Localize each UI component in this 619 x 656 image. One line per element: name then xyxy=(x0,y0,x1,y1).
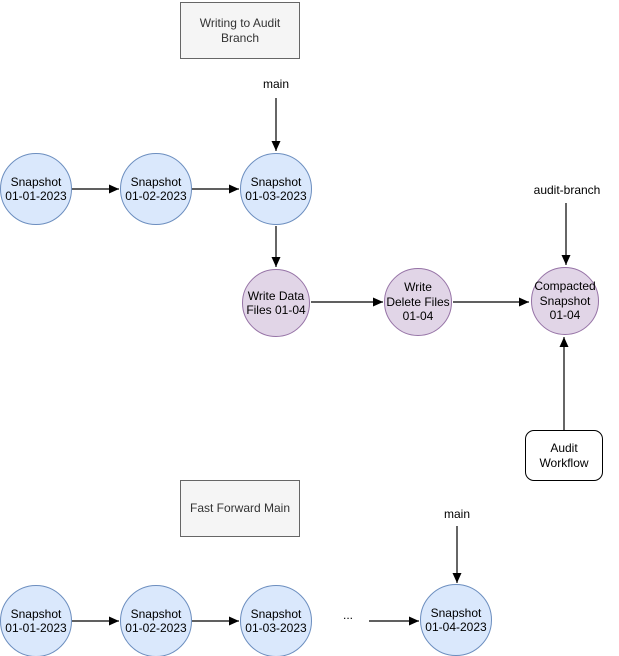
snapshot-node-01-01-ff: Snapshot 01-01-2023 xyxy=(0,585,72,656)
main-branch-label-audit: main xyxy=(262,76,289,91)
audit-section-title-box: Writing to Audit Branch xyxy=(180,2,300,59)
snapshot-node-01-02-audit: Snapshot 01-02-2023 xyxy=(120,153,192,225)
audit-branch-label: audit-branch xyxy=(533,182,601,197)
audit-workflow-box: Audit Workflow xyxy=(525,430,603,481)
snapshot-node-01-03-audit: Snapshot 01-03-2023 xyxy=(240,153,312,225)
snapshot-node-01-03-ff: Snapshot 01-03-2023 xyxy=(240,585,312,656)
compacted-snapshot-node: Compacted Snapshot 01-04 xyxy=(531,267,599,335)
ff-section-title-box: Fast Forward Main xyxy=(180,480,300,537)
write-data-files-node: Write Data Files 01-04 xyxy=(242,269,310,337)
write-delete-files-node: Write Delete Files 01-04 xyxy=(384,268,452,336)
snapshot-node-01-01-audit: Snapshot 01-01-2023 xyxy=(0,153,72,225)
main-branch-label-ff: main xyxy=(443,506,470,521)
snapshot-node-01-04-ff: Snapshot 01-04-2023 xyxy=(420,584,492,656)
ellipsis-label: ... xyxy=(342,607,353,622)
snapshot-node-01-02-ff: Snapshot 01-02-2023 xyxy=(120,585,192,656)
